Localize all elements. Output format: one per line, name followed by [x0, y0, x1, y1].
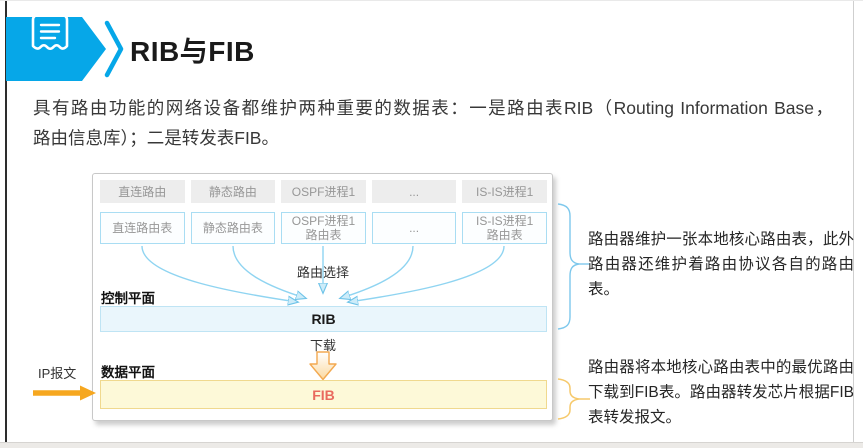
- converging-arrows-icon: [141, 245, 505, 308]
- page-title: RIB与FIB: [130, 36, 255, 67]
- ip-packet-label: IP报文: [38, 366, 77, 381]
- protocol-row: 直连路由 静态路由 OSPF进程1 ... IS-IS进程1: [100, 180, 547, 203]
- rib-label: RIB: [311, 311, 336, 327]
- protocol-box: IS-IS进程1: [462, 180, 547, 203]
- route-table-row: 直连路由表 静态路由表 OSPF进程1 路由表 ... IS-IS进程1 路由表: [100, 212, 547, 244]
- fib-box: FIB: [100, 380, 547, 409]
- route-table-box: 静态路由表: [190, 212, 276, 244]
- left-border: [5, 1, 7, 442]
- funnel-paths: [141, 245, 505, 302]
- route-table-box: IS-IS进程1 路由表: [462, 212, 547, 244]
- rib-annotation: 路由器维护一张本地核心路由表，此外路由器还维护着路由协议各自的路由表。: [588, 231, 854, 298]
- rib-brace-icon: [557, 203, 590, 330]
- protocol-box: 静态路由: [190, 180, 276, 203]
- protocol-box: 直连路由: [100, 180, 185, 203]
- rib-box: RIB: [100, 306, 547, 332]
- document-icon: [31, 13, 69, 51]
- control-plane-label: 控制平面: [101, 291, 155, 306]
- annotation-braces: [557, 203, 590, 420]
- protocol-box: ...: [371, 180, 457, 203]
- bottom-strip: [0, 442, 863, 448]
- intro-line2: 路由信息库）；二是转发表FIB。: [33, 128, 279, 148]
- route-table-box: OSPF进程1 路由表: [281, 212, 366, 244]
- data-plane-label: 数据平面: [101, 365, 155, 380]
- fib-brace-icon: [557, 378, 590, 420]
- chevron-right-icon: [104, 20, 124, 78]
- download-down-arrow-icon: [309, 351, 337, 381]
- route-table-box: ...: [371, 212, 457, 244]
- intro-paragraph: 具有路由功能的网络设备都维护两种重要的数据表：一是路由表RIB（Routing …: [33, 93, 833, 153]
- document-lines: [39, 23, 61, 40]
- intro-line1: 具有路由功能的网络设备都维护两种重要的数据表：一是路由表RIB（Routing …: [33, 98, 833, 118]
- fib-annotation: 路由器将本地核心路由表中的最优路由下载到FIB表。路由器转发芯片根据FIB表转发…: [588, 359, 854, 426]
- route-table-box: 直连路由表: [100, 212, 185, 244]
- header-banner: [6, 17, 106, 81]
- right-border: [853, 1, 854, 442]
- protocol-box: OSPF进程1: [281, 180, 366, 203]
- download-label: 下载: [309, 338, 336, 353]
- rib-fib-diagram: 直连路由 静态路由 OSPF进程1 ... IS-IS进程1 直连路由表 静态路…: [92, 173, 553, 421]
- route-selection-label: 路由选择: [296, 265, 349, 280]
- ip-packet-arrow-icon: [33, 385, 96, 401]
- fib-label: FIB: [312, 386, 335, 403]
- document-outline: [31, 13, 69, 51]
